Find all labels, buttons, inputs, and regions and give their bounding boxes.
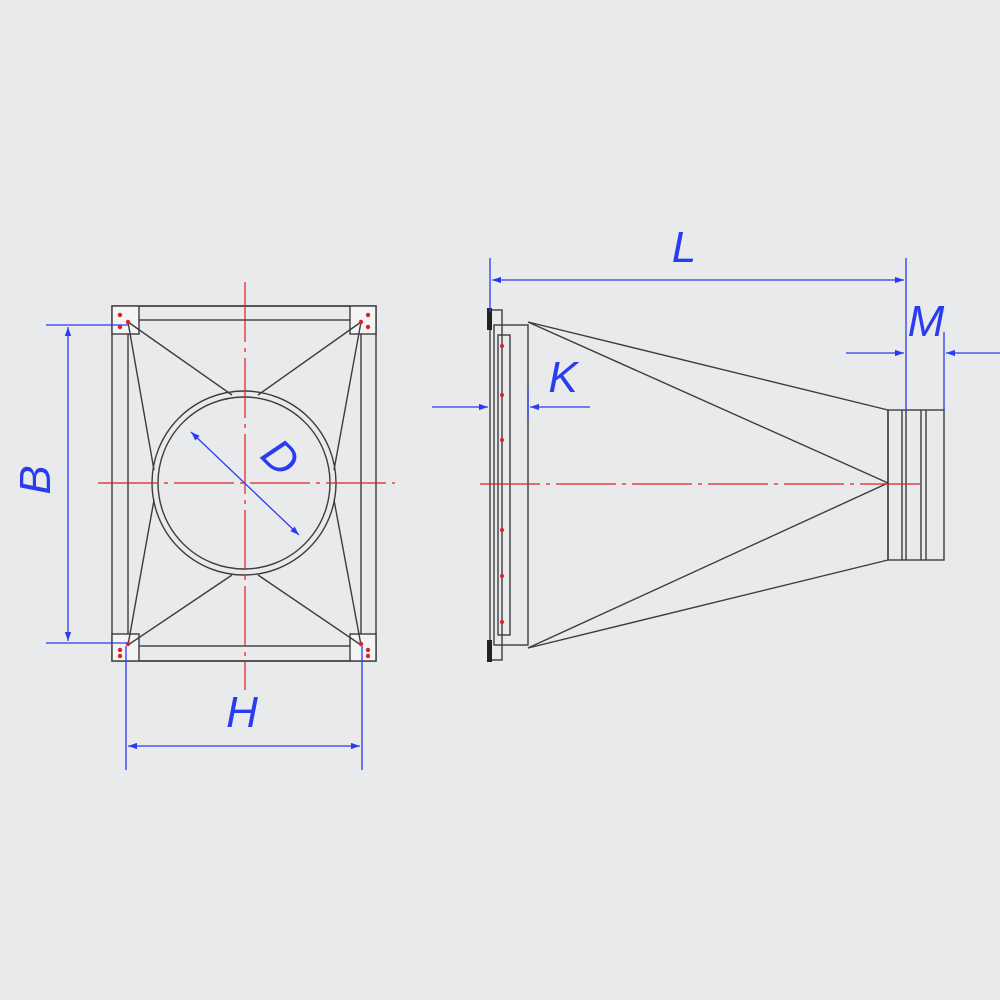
label-h: H	[226, 688, 258, 737]
transition-line	[257, 321, 362, 396]
label-k: K	[548, 353, 579, 402]
transition-line	[333, 321, 362, 471]
side-flange-body	[493, 324, 529, 646]
side-bolt-holes	[500, 344, 504, 624]
corner-bracket-br	[349, 633, 377, 662]
corner-bracket-tl	[111, 305, 140, 335]
front-centerlines	[98, 282, 395, 690]
corner-bracket-tr	[349, 305, 377, 335]
transition-line	[127, 499, 155, 646]
side-view	[487, 308, 945, 662]
transition-line	[127, 574, 233, 646]
taper-fold-top	[527, 321, 889, 484]
label-m: M	[908, 297, 945, 346]
side-flange-outer	[489, 309, 503, 661]
label-b: B	[11, 465, 60, 494]
flange-clip-bottom	[487, 640, 492, 662]
transition-line	[127, 321, 155, 471]
dimensions	[46, 258, 1000, 770]
taper-fold-bottom	[527, 482, 889, 649]
label-l: L	[672, 223, 696, 272]
dim-d-line	[190, 431, 300, 536]
nipple-outline	[887, 409, 945, 561]
front-bolt-holes	[117, 312, 371, 659]
taper-body	[527, 321, 889, 649]
side-flange-inner	[497, 334, 511, 636]
transition-line	[257, 574, 362, 646]
flange-clip-top	[487, 308, 492, 330]
transition-line	[127, 321, 233, 396]
label-d: D	[252, 429, 309, 486]
transition-line	[333, 499, 362, 646]
dimension-labels: B H D L M K	[11, 223, 945, 737]
